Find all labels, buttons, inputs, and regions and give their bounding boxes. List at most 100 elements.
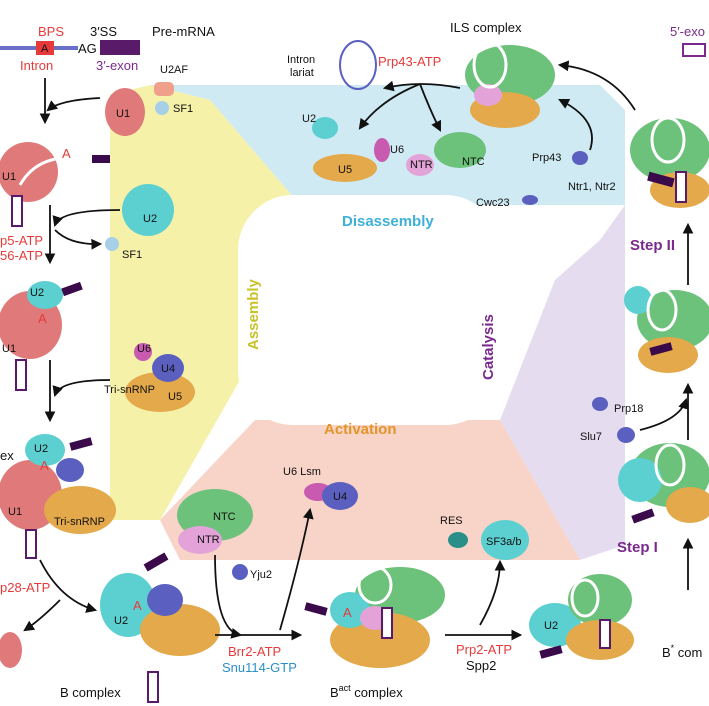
label-u2-b: U2 (114, 615, 128, 627)
label-3-exon: 3′-exon (96, 58, 138, 73)
p-complex-ntc (630, 118, 709, 182)
u2af-blob (154, 82, 174, 96)
arrow-ils-ntc (419, 83, 441, 132)
exon-bar-c (631, 508, 655, 524)
label-ntr1-ntr2: Ntr1, Ntr2 (568, 181, 616, 193)
label-spp2: Spp2 (466, 658, 496, 673)
bact-u2 (330, 592, 370, 628)
cstar-u5 (638, 337, 698, 373)
label-brr2-atp: Brr2-ATP (228, 644, 281, 659)
label-step2: Step II (630, 237, 675, 254)
label-u1-preb: U1 (8, 506, 22, 518)
u2-release (312, 117, 338, 139)
cstar-lariat (646, 288, 678, 332)
label-a-e: A (62, 146, 71, 161)
label-u5-dis: U5 (338, 164, 352, 176)
label-lariat-1: Intron (287, 54, 315, 66)
label-a-a: A (38, 311, 47, 326)
label-ex: ex (0, 448, 14, 463)
label-bstar: B* com (662, 643, 702, 660)
label-a-bact: A (343, 605, 352, 620)
label-yju2: Yju2 (250, 569, 272, 581)
arrow-ils-u2 (358, 83, 421, 130)
arrow-u1-out (23, 599, 61, 632)
complex-a-u2 (27, 281, 63, 309)
prp18-blob (592, 397, 608, 411)
label-3ss: 3′SS (90, 24, 117, 39)
u4-release (322, 482, 358, 510)
label-bact: Bact complex (330, 683, 403, 700)
label-u2-free: U2 (143, 213, 157, 225)
label-u2-a: U2 (30, 287, 44, 299)
label-u2af: U2AF (160, 64, 188, 76)
sf3ab-blob (481, 520, 529, 560)
label-branch-a: A (41, 43, 49, 55)
phase-activation: Activation (324, 421, 397, 438)
arrow-u1-join (46, 97, 101, 112)
label-u1-a: U1 (2, 343, 16, 355)
label-u6-lsm: U6 Lsm (283, 466, 321, 478)
exon3-box (100, 40, 140, 55)
tri-snrnp-u4 (152, 354, 184, 382)
exon-box-e (11, 195, 23, 227)
exon-bar-p (647, 171, 675, 188)
label-a-b: A (133, 598, 142, 613)
ntr-group (178, 526, 222, 554)
label-sf1: SF1 (173, 103, 193, 115)
label-u1-e: U1 (2, 171, 16, 183)
label-intron: Intron (20, 58, 53, 73)
label-prp28-atp: p28-ATP (0, 580, 50, 595)
label-slu7: Slu7 (580, 431, 602, 443)
arrow-p-to-ils (557, 60, 636, 111)
b-complex-u2 (100, 573, 156, 637)
arrow-tri-join (52, 379, 111, 398)
label-res: RES (440, 515, 463, 527)
label-5-exon: 5′-exo (670, 24, 705, 39)
prp43-blob (572, 151, 588, 165)
phase-catalysis: Catalysis (480, 314, 497, 380)
intron-lariat-ring (339, 40, 377, 90)
u1-snrnp (105, 88, 145, 136)
label-ntr-dis: NTR (410, 159, 433, 171)
pre-mrna-e (18, 156, 91, 186)
label-pre-mrna: Pre-mRNA (152, 24, 215, 39)
b-complex-u5 (140, 604, 220, 656)
label-bps: BPS (38, 24, 64, 39)
exon-bar-a (61, 281, 83, 297)
arrow-prp43-in (558, 99, 593, 151)
label-tri-preb: Tri-snRNP (54, 516, 105, 528)
exon-box-preb (25, 529, 37, 559)
label-ntr-act: NTR (197, 534, 220, 546)
label-u4-tri: U4 (161, 363, 175, 375)
label-u6-tri: U6 (137, 343, 151, 355)
label-ils: ILS complex (450, 20, 522, 35)
exon-bar-bstar (539, 645, 563, 659)
u1-release (0, 632, 22, 668)
exon-bar-bact (304, 602, 328, 616)
sf1-blob (155, 101, 169, 115)
ils-ntr (474, 84, 502, 106)
arrow-ils-lariat (382, 80, 461, 92)
arrow-prp18-join (639, 397, 689, 431)
bstar-ntc (568, 574, 632, 626)
ils-lariat (472, 41, 508, 89)
arrow-sf1-out (54, 229, 103, 250)
p-complex-lariat (650, 116, 686, 164)
phase-disassembly: Disassembly (342, 213, 434, 230)
label-u1-top: U1 (116, 108, 130, 120)
arrow-res-out (479, 559, 506, 626)
label-prp43: Prp43 (532, 152, 561, 164)
cwc23-blob (522, 195, 538, 205)
exon-bar-b (143, 552, 169, 572)
u6-release (374, 138, 390, 162)
label-prp2-atp: Prp2-ATP (456, 642, 512, 657)
exon-bar-cstar (649, 342, 673, 356)
label-sf1-release: SF1 (122, 249, 142, 261)
b-complex-u4 (147, 584, 183, 616)
label-cwc23: Cwc23 (476, 197, 510, 209)
arrow-ntc-join (214, 554, 243, 639)
label-sub2-atp: 56-ATP (0, 248, 43, 263)
bstar-lariat (570, 578, 600, 618)
exon-box-a (15, 359, 27, 391)
